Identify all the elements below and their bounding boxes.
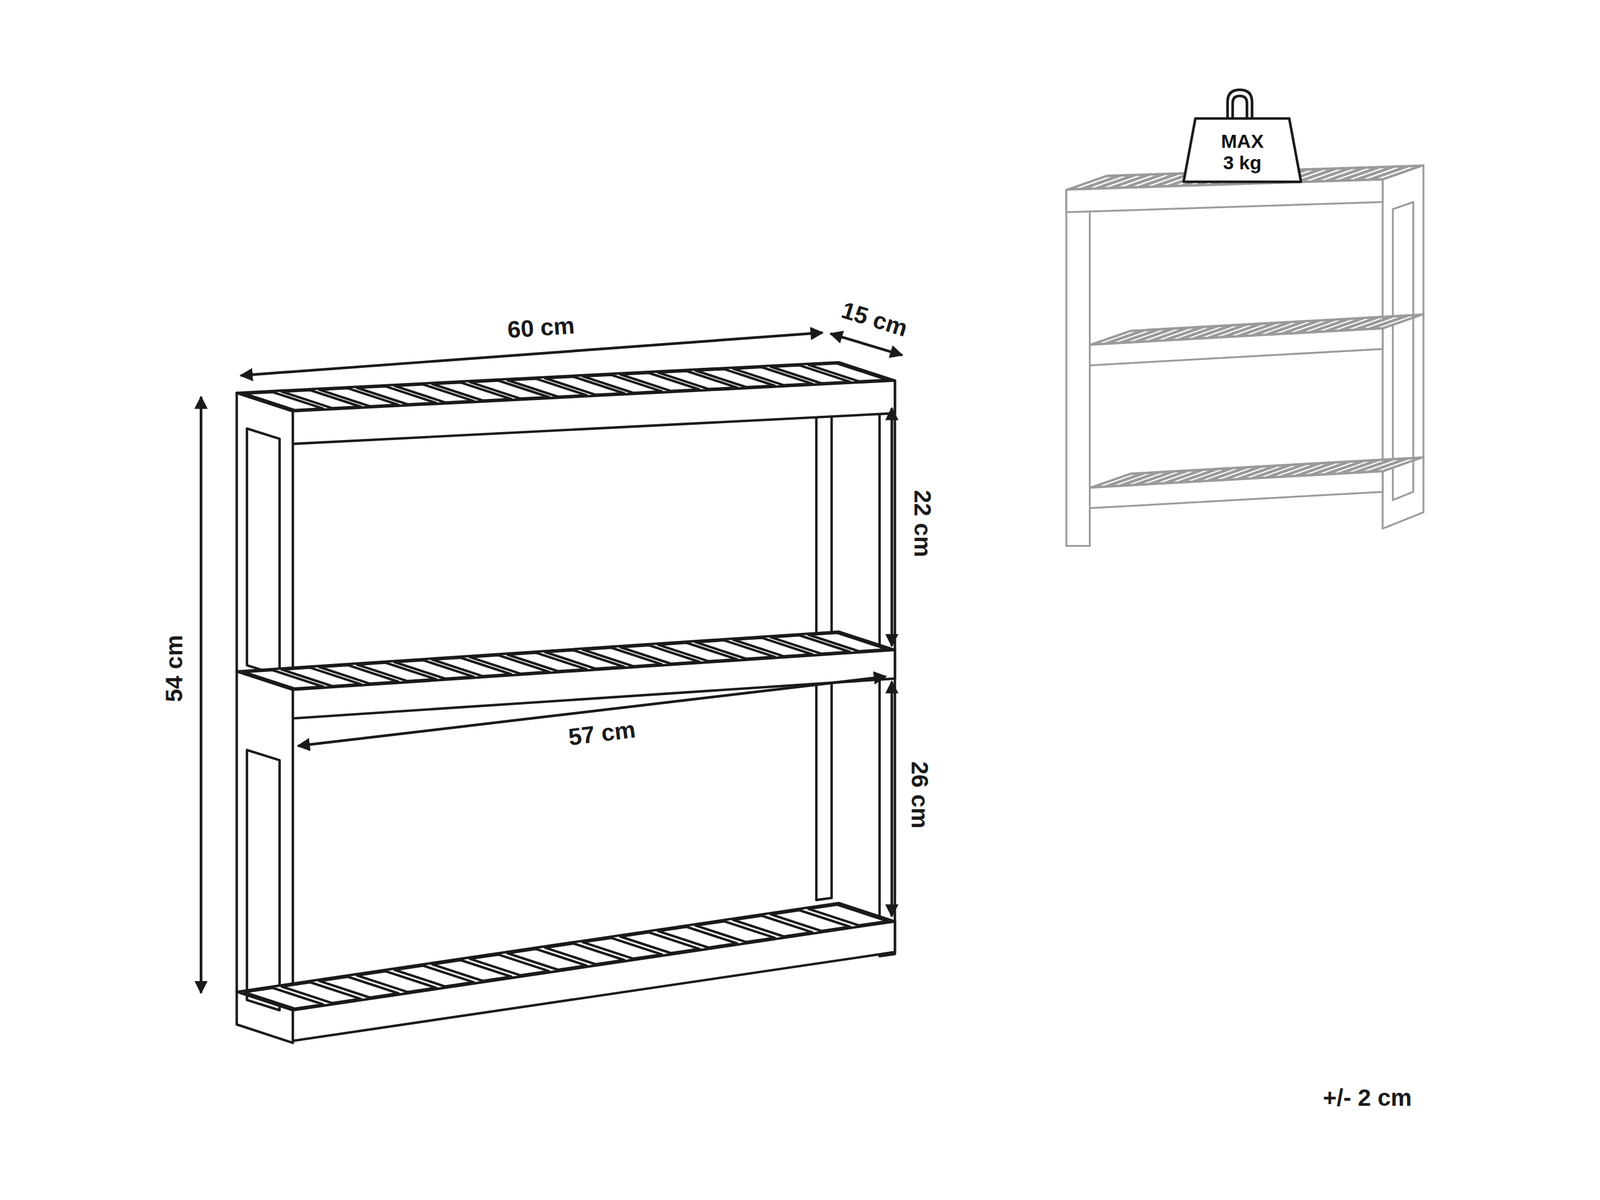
dimension-label: 26 cm [906,761,933,829]
dimension-label: 15 cm [838,297,911,342]
dimension-line [890,681,894,917]
shelf-slat [808,904,888,926]
shelf-front-rail [292,649,895,719]
weight-handle [1227,89,1252,120]
shelf-front-rail [292,921,895,1041]
dimension-lines [200,332,903,993]
weight-body [1183,118,1301,182]
node-text: MAX [1220,130,1264,152]
shelf-front-rail [292,380,895,445]
shelf-slat [808,363,888,382]
shelf-front-rail [1066,179,1383,213]
weight-icon: MAX3 kg [1183,118,1301,182]
tolerance-note: +/- 2 cm [1322,1084,1413,1111]
shelf-slat [1372,458,1421,472]
shelf-slat [1372,165,1420,179]
node-text: 3 kg [1223,151,1262,174]
dimension-label: 60 cm [506,311,576,343]
front-leg [1066,189,1090,546]
shelf-front-rail [1089,471,1383,509]
shelf-slat [808,633,888,652]
dimension-line [890,407,894,646]
dimension-label: 54 cm [161,634,188,702]
shelf-slat [1372,315,1421,329]
side-panel [236,392,293,1043]
shelf-load-view [1066,165,1424,547]
shelf-main-view [236,362,896,1043]
dimension-line [199,397,203,993]
side-panel [1382,165,1424,529]
dimension-label: 22 cm [909,489,936,557]
shelf-front-rail [1089,328,1383,366]
dimension-label: 57 cm [566,716,637,751]
